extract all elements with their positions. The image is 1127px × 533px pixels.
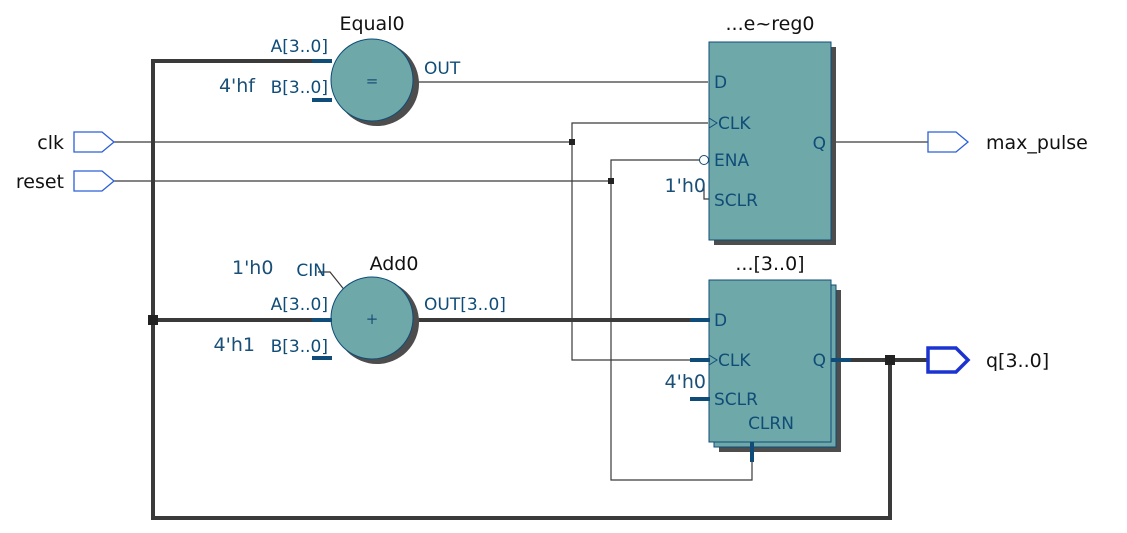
reg-pulse-pin-d: D bbox=[714, 73, 727, 93]
junction-dot bbox=[569, 139, 575, 145]
reg-pulse-pin-q: Q bbox=[813, 134, 826, 154]
inverter-bubble-icon bbox=[699, 155, 709, 165]
add0-title: Add0 bbox=[370, 253, 419, 275]
output-bus-port-icon bbox=[926, 346, 971, 374]
clk-wire bbox=[114, 122, 708, 143]
reg-pulse-pin-sclr: SCLR bbox=[714, 191, 758, 211]
equal0-const-b: 4'hf bbox=[219, 75, 256, 97]
junction-dot bbox=[148, 315, 158, 325]
cin-wire bbox=[318, 271, 347, 293]
junction-dot bbox=[608, 178, 614, 184]
output-port-q[interactable]: q[3..0] bbox=[926, 346, 1049, 374]
add0-pin-out: OUT[3..0] bbox=[424, 295, 506, 315]
clk-branch-wire bbox=[571, 142, 708, 361]
reg-pulse-pin-clk: CLK bbox=[718, 114, 751, 134]
add0-pin-a: A[3..0] bbox=[271, 295, 328, 315]
reg-pulse-title: ...e~reg0 bbox=[726, 13, 815, 35]
reg-q-pin-d: D bbox=[714, 311, 727, 331]
add0-pin-b: B[3..0] bbox=[271, 337, 328, 357]
reg-q-pin-clrn: CLRN bbox=[748, 414, 794, 434]
add0-symbol: + bbox=[366, 310, 379, 328]
clock-edge-icon bbox=[708, 117, 718, 129]
equal0-pin-a: A[3..0] bbox=[271, 37, 328, 57]
reg-q-pin-q: Q bbox=[813, 351, 826, 371]
reg-q-const-sclr: 4'h0 bbox=[665, 371, 706, 393]
output-label-q: q[3..0] bbox=[986, 350, 1049, 372]
reset-to-clrn-wire bbox=[610, 181, 753, 481]
add0-block[interactable]: Add0 + CIN 1'h0 A[3..0] B[3..0] 4'h1 OUT… bbox=[214, 253, 506, 364]
reg-q-pin-sclr: SCLR bbox=[714, 390, 758, 410]
input-label-clk: clk bbox=[37, 132, 64, 154]
reg-pulse-const-sclr: 1'h0 bbox=[665, 175, 706, 197]
add0-pin-cin: CIN bbox=[296, 261, 326, 281]
output-port-max-pulse[interactable]: max_pulse bbox=[927, 131, 1088, 154]
input-label-reset: reset bbox=[16, 171, 64, 193]
reg-q-block[interactable]: ...[3..0] D CLK SCLR 4'h0 CLRN Q bbox=[665, 253, 851, 462]
reset-to-ena-wire bbox=[610, 159, 700, 181]
reg-q-pin-clk: CLK bbox=[718, 351, 751, 371]
reg-pulse-block[interactable]: ...e~reg0 D CLK ENA SCLR 1'h0 Q bbox=[665, 13, 836, 245]
equal0-symbol: = bbox=[366, 72, 379, 90]
add0-const-cin: 1'h0 bbox=[232, 257, 273, 279]
reg-pulse-pin-ena: ENA bbox=[714, 151, 749, 171]
equal0-block[interactable]: Equal0 = A[3..0] B[3..0] 4'hf OUT bbox=[219, 13, 461, 126]
feedback-bus bbox=[151, 59, 892, 520]
reg-pulse-body bbox=[708, 41, 832, 241]
add0-const-b: 4'h1 bbox=[214, 334, 255, 356]
input-port-icon bbox=[73, 131, 116, 153]
reg-q-title: ...[3..0] bbox=[735, 253, 804, 275]
input-port-reset[interactable]: reset bbox=[16, 170, 116, 193]
output-label-max-pulse: max_pulse bbox=[986, 132, 1088, 154]
equal0-title: Equal0 bbox=[339, 13, 404, 35]
equal0-pin-b: B[3..0] bbox=[271, 78, 328, 98]
input-port-icon bbox=[73, 170, 116, 192]
equal0-pin-out: OUT bbox=[424, 59, 461, 79]
wires bbox=[114, 59, 928, 520]
input-port-clk[interactable]: clk bbox=[37, 131, 116, 154]
equal0-body bbox=[330, 38, 414, 122]
clock-edge-icon bbox=[708, 354, 718, 366]
junctions bbox=[148, 139, 895, 365]
output-port-icon bbox=[927, 131, 970, 153]
junction-dot bbox=[885, 355, 895, 365]
